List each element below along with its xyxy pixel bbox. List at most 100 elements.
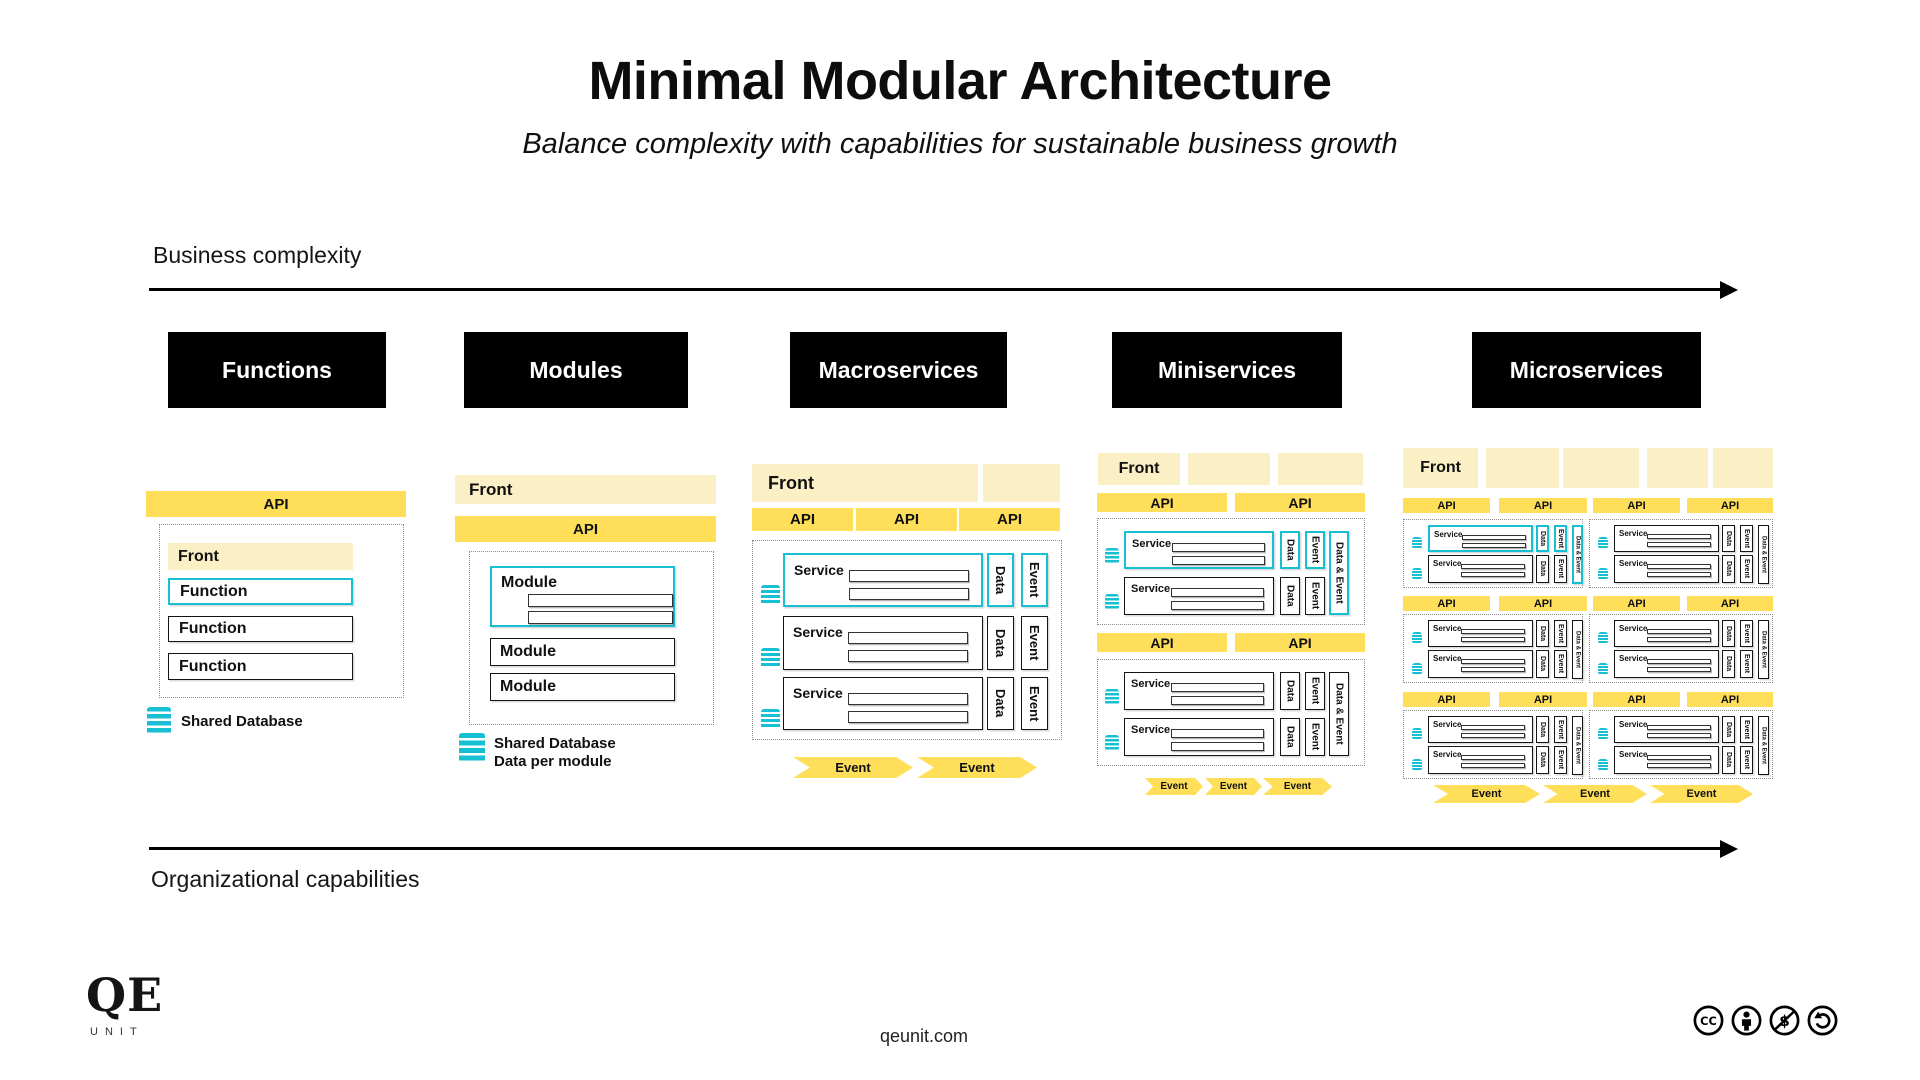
qe-unit-logo-subtext: UNIT xyxy=(90,1026,144,1038)
service-content-bar xyxy=(1171,696,1264,705)
service-content-bar xyxy=(1171,729,1264,738)
business-complexity-arrow xyxy=(149,280,1738,299)
database-icon xyxy=(1105,689,1119,705)
event-port: Event xyxy=(1021,677,1048,730)
macroservices-api-bar: API xyxy=(959,508,1060,531)
database-icon xyxy=(459,733,485,763)
database-icon xyxy=(761,585,780,605)
event-port: Event xyxy=(1554,620,1567,647)
service-content-bar xyxy=(1461,733,1525,738)
data-port-highlighted: Data xyxy=(1536,525,1549,552)
data-event-port: Data & Event xyxy=(1329,672,1349,756)
database-icon xyxy=(1412,728,1422,740)
data-event-port: Data & Event xyxy=(1758,525,1769,584)
module-content-bar xyxy=(528,611,673,624)
data-port: Data xyxy=(1536,716,1549,743)
service-label: Service xyxy=(1433,750,1462,759)
service-label: Service xyxy=(1131,724,1171,736)
data-event-port-highlighted: Data & Event xyxy=(1572,525,1583,584)
event-port: Event xyxy=(1740,716,1753,743)
service-content-bar xyxy=(1172,556,1265,565)
database-icon xyxy=(147,707,171,735)
event-port: Event xyxy=(1554,650,1567,678)
service-box: Service xyxy=(1614,716,1719,743)
service-content-bar xyxy=(1461,564,1525,569)
modules-front: Front xyxy=(455,475,716,504)
service-box-highlighted: Service xyxy=(1428,525,1533,552)
microservices-api-bar: API xyxy=(1687,596,1773,611)
event-port: Event xyxy=(1305,672,1325,710)
data-port: Data xyxy=(1536,555,1549,583)
service-box: Service xyxy=(1428,555,1533,583)
service-content-bar xyxy=(1461,572,1525,577)
event-port: Event xyxy=(1554,555,1567,583)
functions-db-label: Shared Database xyxy=(181,713,303,730)
event-port-highlighted: Event xyxy=(1554,525,1567,552)
header-macroservices: Macroservices xyxy=(790,332,1007,408)
service-content-bar xyxy=(1172,543,1265,552)
data-port: Data xyxy=(1722,555,1735,583)
miniservices-api-bar: API xyxy=(1235,633,1365,652)
microservices-api-bar: API xyxy=(1593,692,1680,707)
database-icon xyxy=(1412,537,1422,549)
module-box: Module xyxy=(490,673,675,701)
service-box: Service xyxy=(1614,525,1719,552)
event-port: Event xyxy=(1740,525,1753,552)
data-port-highlighted: Data xyxy=(1280,531,1300,569)
macroservices-front-extra xyxy=(983,464,1060,502)
modules-db-label-1: Shared Database xyxy=(494,735,616,752)
database-icon xyxy=(1598,568,1608,580)
data-port: Data xyxy=(1722,620,1735,647)
data-port: Data xyxy=(1536,620,1549,647)
event-port: Event xyxy=(1554,716,1567,743)
service-content-bar xyxy=(1647,755,1711,760)
data-event-port-highlighted: Data & Event xyxy=(1329,531,1349,615)
service-content-bar xyxy=(1171,683,1264,692)
service-label: Service xyxy=(1131,678,1171,690)
data-event-port: Data & Event xyxy=(1758,716,1769,775)
microservices-api-bar: API xyxy=(1403,498,1490,513)
website-link[interactable]: qeunit.com xyxy=(880,1026,969,1046)
event-arrow: Event xyxy=(1650,785,1753,803)
page-subtitle: Balance complexity with capabilities for… xyxy=(522,128,1398,160)
microservices-api-bar: API xyxy=(1593,596,1680,611)
microservices-front-extra xyxy=(1713,448,1773,488)
event-port: Event xyxy=(1305,577,1325,615)
service-content-bar xyxy=(1171,601,1264,610)
module-box: Module xyxy=(490,638,675,666)
header-functions: Functions xyxy=(168,332,386,408)
event-arrow: Event xyxy=(917,757,1037,778)
service-box: Service xyxy=(783,616,983,670)
database-icon xyxy=(1105,735,1119,751)
function-box-highlighted: Function xyxy=(168,578,353,605)
service-content-bar xyxy=(1462,543,1526,548)
service-box: Service xyxy=(1428,716,1533,743)
data-port: Data xyxy=(1280,672,1300,710)
microservice-group: Service Data Event Data & Event Service … xyxy=(1403,710,1583,779)
service-content-bar xyxy=(1171,742,1264,751)
header-microservices: Microservices xyxy=(1472,332,1701,408)
service-content-bar xyxy=(1647,667,1711,672)
microservice-group: Service Data Event Data & Event Service … xyxy=(1589,614,1773,683)
modules-db-label-2: Data per module xyxy=(494,753,612,770)
service-box: Service xyxy=(783,677,983,730)
service-content-bar xyxy=(1647,733,1711,738)
data-port: Data xyxy=(1722,525,1735,552)
miniservice-group: Service Data Event Data & Event Service … xyxy=(1097,518,1365,625)
database-icon xyxy=(1598,537,1608,549)
service-content-bar xyxy=(1647,564,1711,569)
event-arrow: Event xyxy=(793,757,913,778)
service-box: Service xyxy=(1428,620,1533,647)
svg-text:CC: CC xyxy=(1700,1014,1717,1028)
service-content-bar xyxy=(1171,588,1264,597)
microservices-api-bar: API xyxy=(1499,596,1587,611)
service-content-bar xyxy=(1461,763,1525,768)
microservices-api-bar: API xyxy=(1403,692,1490,707)
service-content-bar xyxy=(848,711,968,723)
service-label: Service xyxy=(1619,624,1648,633)
function-box: Function xyxy=(168,653,353,680)
service-label: Service xyxy=(793,624,843,640)
microservices-front-extra xyxy=(1563,448,1639,488)
service-content-bar xyxy=(1647,637,1711,642)
cc-by-icon xyxy=(1731,1005,1762,1036)
